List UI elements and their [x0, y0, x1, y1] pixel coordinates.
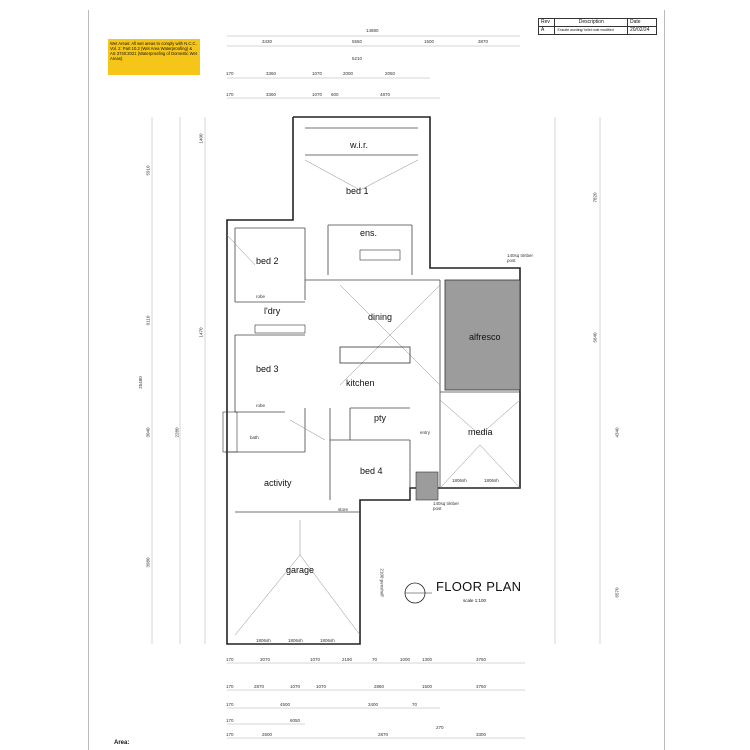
dim-top: 5210 — [352, 56, 363, 61]
dim-bottom: 3760 — [476, 657, 487, 662]
dim-bottom: 1500 — [422, 684, 433, 689]
dim-top: 1500 — [424, 39, 435, 44]
room-label-ens: ens. — [360, 228, 378, 238]
date-value: 20/02/24 — [627, 26, 657, 35]
window-label: 1806sh — [452, 478, 467, 483]
scale-label: scale 1:100 — [463, 598, 487, 603]
dim-bottom: 2190 — [342, 657, 353, 662]
room-label-ldry: l'dry — [264, 306, 281, 316]
dim-right: 4340 — [614, 427, 620, 438]
dim-top: 3870 — [478, 39, 489, 44]
dim-bottom: 2870 — [254, 684, 265, 689]
drawing-sheet — [88, 10, 665, 750]
dim-top: 3360 — [266, 92, 277, 97]
dim-left: 2280 — [174, 427, 180, 438]
dim-left: 25480 — [137, 376, 143, 389]
robe-label: robe — [256, 403, 266, 408]
dim-bottom: 1000 — [400, 657, 411, 662]
dim-top: 170 — [226, 92, 234, 97]
dim-overall: 14880 — [366, 28, 379, 33]
bath-label: bath — [250, 435, 259, 440]
timber-post-label: 140sq timber post — [507, 253, 534, 263]
dim-top: 170 — [226, 71, 234, 76]
room-label-media: media — [468, 427, 493, 437]
room-label-garage: garage — [286, 565, 315, 575]
room-label-dining: dining — [368, 312, 393, 322]
dim-bottom: 170 — [226, 657, 234, 662]
dim-bottom: 1070 — [290, 684, 301, 689]
dim-left: 3040 — [145, 427, 151, 438]
area-label: Area: — [114, 740, 130, 746]
dim-bottom: 6050 — [290, 718, 301, 723]
room-label-wir: w.i.r. — [350, 140, 369, 150]
timber-post-label: 140sq timber post — [433, 501, 460, 511]
room-label-activity: activity — [264, 478, 292, 488]
ensuite-vanity — [359, 249, 401, 261]
dim-bottom: 1300 — [422, 657, 433, 662]
dim-bottom: 170 — [226, 684, 234, 689]
kitchen-island — [339, 346, 411, 364]
dim-bottom: 170 — [226, 732, 234, 737]
laundry-bench — [254, 324, 306, 334]
room-label-alfresco: alfresco — [469, 332, 501, 342]
room-label-kitchen: kitchen — [346, 378, 375, 388]
entry-label: entry — [420, 430, 431, 435]
robe-label: robe — [256, 294, 266, 299]
dim-bottom: 2870 — [378, 732, 389, 737]
dim-bottom: 70 — [372, 657, 378, 662]
dim-top: 5550 — [352, 39, 363, 44]
dim-top: 2050 — [385, 71, 396, 76]
internal-walls — [225, 127, 520, 513]
dim-top: 3430 — [262, 39, 273, 44]
room-label-bed3: bed 3 — [256, 364, 279, 374]
dim-top: 1070 — [312, 92, 323, 97]
dim-bottom: 3070 — [260, 657, 271, 662]
penshelf-label: 2100 penshelf — [379, 568, 385, 597]
dim-bottom: 2600 — [262, 732, 273, 737]
revision-table: Rev Description Date A Ensuite wording/ … — [537, 18, 657, 35]
dim-bottom: 170 — [226, 718, 234, 723]
dim-bottom: 3300 — [476, 732, 487, 737]
store-label: store — [338, 507, 349, 512]
dim-top: 600 — [331, 92, 339, 97]
dim-bottom: 2860 — [374, 684, 385, 689]
drawing-title: FLOOR PLAN — [436, 579, 522, 594]
dim-top: 4870 — [380, 92, 391, 97]
dim-bottom: 4500 — [280, 702, 291, 707]
dim-bottom: 3760 — [476, 684, 487, 689]
dim-top: 2000 — [343, 71, 354, 76]
dim-bottom: 3400 — [368, 702, 379, 707]
dim-top: 3360 — [266, 71, 277, 76]
dimension-lines — [151, 35, 601, 739]
dim-left: 5910 — [145, 165, 151, 176]
dim-right: 7820 — [592, 192, 598, 203]
dim-left: 3980 — [145, 557, 151, 568]
dim-bottom: 1070 — [310, 657, 321, 662]
room-label-bed2: bed 2 — [256, 256, 279, 266]
window-label: 1806sh — [320, 638, 335, 643]
room-label-bed4: bed 4 — [360, 466, 383, 476]
dim-right: 5640 — [592, 332, 598, 343]
window-label: 1806sh — [256, 638, 271, 643]
porch-area — [415, 471, 439, 501]
dim-bottom: 70 — [412, 702, 418, 707]
rev-value: A — [537, 26, 556, 35]
window-label: 1806sh — [288, 638, 303, 643]
window-label: 1806sh — [484, 478, 499, 483]
dim-top: 1070 — [312, 71, 323, 76]
bath-tub — [222, 411, 238, 453]
dim-left: 9110 — [145, 315, 151, 326]
room-label-pty: pty — [374, 413, 387, 423]
dim-bottom: 170 — [226, 702, 234, 707]
dim-left: 1470 — [198, 327, 204, 338]
roof-hip-lines — [226, 159, 521, 636]
wet-areas-note: Wet Areas: All wet areas to comply with … — [108, 39, 200, 75]
dim-bottom: 270 — [436, 725, 444, 730]
dim-left: 1400 — [198, 133, 204, 144]
dim-bottom: 1070 — [316, 684, 327, 689]
dim-right: 6570 — [614, 587, 620, 598]
room-label-bed1: bed 1 — [346, 186, 369, 196]
alfresco-area — [444, 279, 521, 391]
